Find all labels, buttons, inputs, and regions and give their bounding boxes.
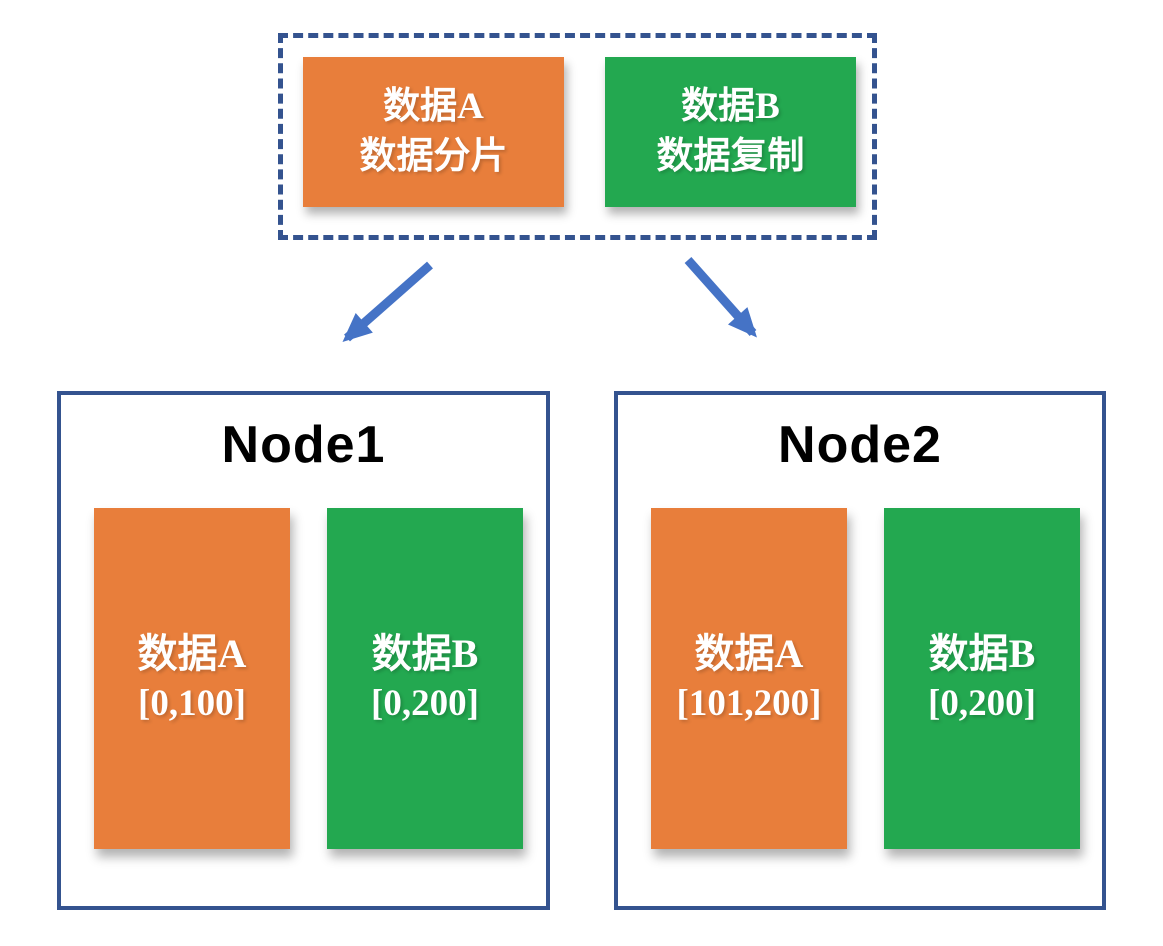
source-data-group <box>278 33 877 240</box>
block-range: [0,200] <box>928 683 1036 725</box>
node2-data-b-block: 数据B [0,200] <box>884 508 1080 849</box>
block-range: [0,200] <box>371 683 479 725</box>
node2-box: Node2 数据A [101,200] 数据B [0,200] <box>614 391 1106 910</box>
block-label: 数据B <box>928 631 1036 677</box>
data-a-shard-box: 数据A 数据分片 <box>303 57 564 207</box>
arrow-to-node1 <box>342 261 433 342</box>
data-b-label: 数据B <box>681 86 780 128</box>
node2-data-a-block: 数据A [101,200] <box>651 508 847 849</box>
node2-title: Node2 <box>778 416 942 474</box>
node1-data-a-block: 数据A [0,100] <box>94 508 290 849</box>
data-b-replica-box: 数据B 数据复制 <box>605 57 856 207</box>
arrow-to-node2 <box>684 257 757 338</box>
data-a-label: 数据A <box>383 86 484 128</box>
block-label: 数据A <box>694 631 804 677</box>
shard-method-label: 数据分片 <box>359 136 508 177</box>
node1-data-b-block: 数据B [0,200] <box>327 508 523 849</box>
block-range: [0,100] <box>138 683 246 725</box>
node1-title: Node1 <box>221 416 386 474</box>
block-range: [101,200] <box>676 683 822 725</box>
block-label: 数据B <box>371 631 479 677</box>
replica-method-label: 数据复制 <box>656 136 805 177</box>
node1-box: Node1 数据A [0,100] 数据B [0,200] <box>57 391 550 910</box>
block-label: 数据A <box>137 631 247 677</box>
